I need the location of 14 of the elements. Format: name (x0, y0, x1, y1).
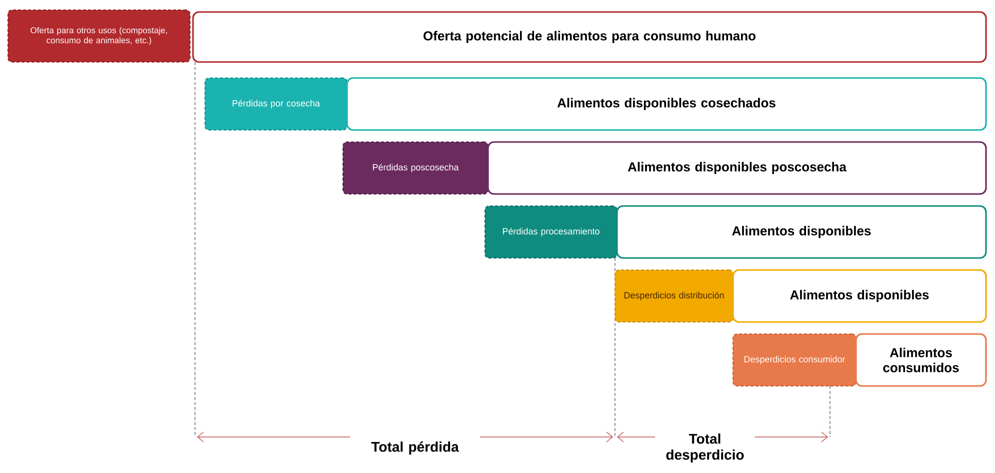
food-box: Oferta potencial de alimentos para consumo humano (192, 11, 987, 63)
loss-tab: Pérdidas por cosecha (204, 78, 348, 130)
loss-tab: Pérdidas poscosecha (342, 142, 488, 194)
food-box: Alimentos disponibles (732, 269, 987, 323)
loss-tab: Pérdidas procesamiento (484, 206, 618, 258)
dimension-label: Total desperdicio (666, 433, 744, 462)
food-box: Alimentos disponibles (616, 205, 987, 259)
food-box: Alimentos consumidos (855, 333, 987, 387)
food-box: Alimentos disponibles poscosecha (487, 141, 987, 195)
loss-tab: Oferta para otros usos (compostaje, consumo de animales, etc.) (8, 10, 190, 62)
loss-tab: Desperdicios distribución (614, 270, 734, 322)
food-box: Alimentos disponibles cosechados (346, 77, 987, 131)
dimension-label: Total pérdida (371, 441, 459, 455)
loss-tab: Desperdicios consumidor (732, 334, 856, 386)
